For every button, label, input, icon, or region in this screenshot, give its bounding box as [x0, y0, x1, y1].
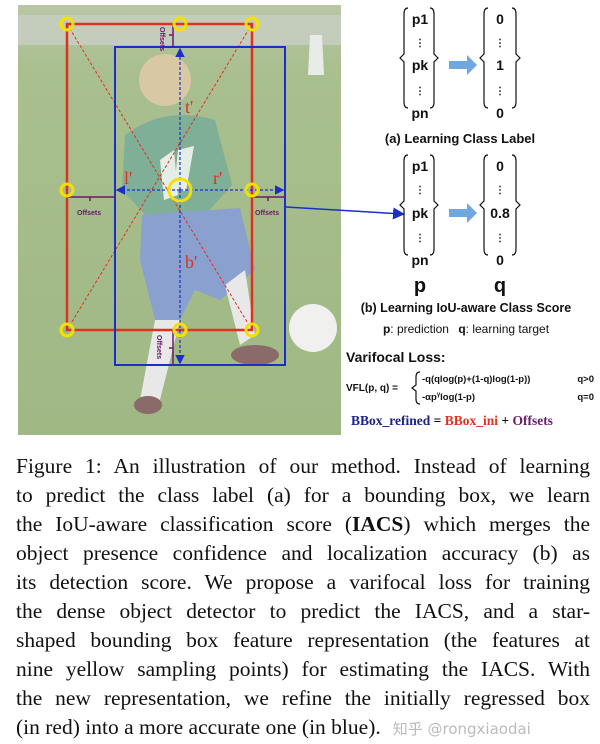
pred-pk: pk — [412, 205, 429, 221]
initial-box-red — [65, 22, 254, 332]
dots: ⋮ — [495, 185, 505, 196]
loss-case-1: -q(qlog(p)+(1-q)log(1-p)) — [422, 374, 530, 385]
varifocal-loss: Varifocal Loss: VFL(p, q) = -q(qlog(p)+(… — [346, 349, 594, 428]
p-label: p — [414, 275, 426, 297]
target-value: 0 — [496, 158, 504, 174]
dots: ⋮ — [415, 86, 425, 97]
q-label: q — [494, 275, 506, 297]
caption-line: to predict the class label (a) for a bou… — [16, 483, 590, 507]
sampling-point — [172, 322, 188, 338]
arrow-icon — [449, 55, 477, 75]
caption-line: the IoU-aware classification score (IACS… — [16, 512, 590, 536]
sampling-point — [167, 177, 193, 203]
sampling-point — [244, 322, 260, 338]
sampling-point — [244, 16, 260, 32]
sampling-point — [244, 182, 260, 198]
sampling-point — [59, 322, 75, 338]
pq-legend: p: prediction q: learning target — [383, 322, 550, 336]
loss-case-2: -αpγlog(1-p) — [422, 392, 475, 403]
sampling-point — [172, 16, 188, 32]
offsets-label-left: Offsets — [77, 210, 101, 217]
loss-title: Varifocal Loss: — [346, 349, 446, 365]
loss-cond-1: q>0 — [577, 374, 594, 385]
sampling-point — [59, 182, 75, 198]
offsets-label-right: Offsets — [255, 210, 279, 217]
target-value: 0 — [496, 11, 504, 27]
dots: ⋮ — [495, 86, 505, 97]
offsets-label-bottom: Offsets — [155, 335, 162, 359]
offset-brackets — [67, 24, 285, 365]
target-value: 0.8 — [490, 205, 510, 221]
caption-line: object presence confidence and localizat… — [16, 541, 590, 565]
watermark: 知乎 @rongxiaodai — [392, 720, 531, 738]
label-b: b' — [185, 252, 197, 272]
caption-line: its detection score. We propose a varifo… — [16, 570, 590, 594]
loss-cond-2: q=0 — [577, 392, 594, 403]
label-r: r' — [213, 168, 222, 188]
target-value: 0 — [496, 252, 504, 268]
panel-b: p1 ⋮ pk ⋮ pn 0 ⋮ 0.8 ⋮ 0 p q (b) Learnin… — [361, 154, 572, 336]
dots: ⋮ — [495, 38, 505, 49]
pred-pn: pn — [411, 252, 428, 268]
caption-line: shaped bounding box feature representati… — [16, 628, 590, 652]
target-value: 1 — [496, 57, 504, 73]
sampling-point — [59, 16, 75, 32]
figure-illustration: Offsets Offsets Offsets Offsets t' l' r'… — [18, 5, 594, 435]
target-value: 0 — [496, 105, 504, 121]
panel-a: p1 ⋮ pk ⋮ pn 0 ⋮ 1 ⋮ 0 (a) Learning Clas… — [385, 7, 535, 146]
pred-p1: p1 — [412, 11, 429, 27]
bbox-equation: BBox_refined = BBox_ini + Offsets — [351, 413, 553, 428]
caption-line: Figure 1: An illustration of our method.… — [16, 454, 590, 478]
sampling-points — [59, 16, 260, 338]
caption-line: (in red) into a more accurate one (in bl… — [16, 713, 590, 742]
panel-b-caption: (b) Learning IoU-aware Class Score — [361, 301, 572, 315]
label-t: t' — [185, 97, 193, 117]
caption-line: the dense object detector to predict the… — [16, 599, 590, 623]
caption-last-line-text: (in red) into a more accurate one (in bl… — [16, 715, 381, 739]
dots: ⋮ — [415, 185, 425, 196]
pred-pk: pk — [412, 57, 429, 73]
offsets-label-top: Offsets — [158, 27, 165, 51]
label-l: l' — [124, 168, 132, 188]
panel-a-caption: (a) Learning Class Label — [385, 131, 535, 146]
dots: ⋮ — [415, 38, 425, 49]
pred-pn: pn — [411, 105, 428, 121]
loss-lhs: VFL(p, q) = — [346, 383, 398, 394]
caption-line: nine yellow sampling points) for estimat… — [16, 657, 590, 681]
dots: ⋮ — [495, 233, 505, 244]
dots: ⋮ — [415, 233, 425, 244]
pred-p1: p1 — [412, 158, 429, 174]
arrow-icon — [449, 203, 477, 223]
caption-line: the new representation, we refine the in… — [16, 686, 590, 710]
figure-caption: Figure 1: An illustration of our method.… — [16, 452, 590, 742]
